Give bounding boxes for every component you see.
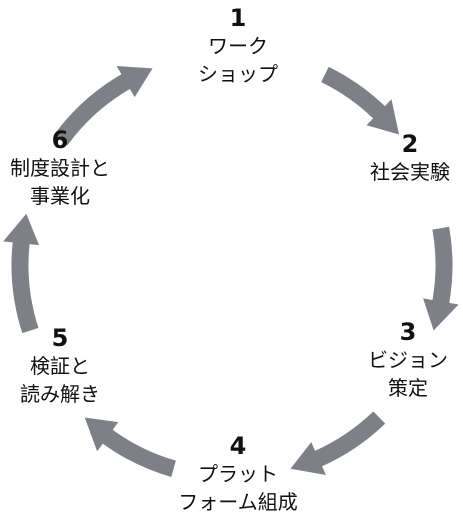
step-2: 2 社会実験	[370, 130, 450, 186]
step-1: 1 ワーク ショップ	[198, 4, 278, 88]
cycle-arrow-1	[53, 66, 153, 146]
step-3-label-line-2: 策定	[388, 376, 428, 400]
cycle-arrows	[3, 66, 459, 477]
step-6-number: 6	[51, 126, 69, 154]
step-5: 5 検証と 読み解き	[20, 324, 100, 408]
step-1-number: 1	[229, 4, 247, 32]
step-6-label-line-1: 制度設計と	[10, 156, 110, 180]
step-4-number: 4	[229, 432, 247, 460]
cycle-arrow-2	[321, 66, 400, 135]
step-5-number: 5	[51, 324, 69, 352]
step-4-label-line-2: フォーム組成	[178, 490, 298, 514]
step-3-number: 3	[399, 318, 417, 346]
step-2-label-line-1: 社会実験	[370, 160, 450, 184]
step-1-label-line-1: ワーク	[208, 34, 268, 58]
step-1-label-line-2: ショップ	[198, 62, 278, 86]
cycle-arrow-5	[84, 417, 176, 477]
step-4-label-line-1: プラット	[198, 462, 278, 486]
step-2-number: 2	[401, 130, 419, 158]
step-6-label-line-2: 事業化	[30, 184, 90, 208]
step-3-label-line-1: ビジョン	[368, 348, 448, 372]
step-5-label-line-2: 読み解き	[20, 382, 100, 406]
cycle-arrow-4	[290, 411, 386, 475]
step-3: 3 ビジョン 策定	[368, 318, 448, 402]
cycle-arrow-6	[3, 213, 40, 334]
step-5-label-line-1: 検証と	[30, 354, 90, 378]
step-6: 6 制度設計と 事業化	[10, 126, 110, 210]
cycle-arrow-3	[423, 226, 459, 331]
step-4: 4 プラット フォーム組成	[178, 432, 297, 516]
